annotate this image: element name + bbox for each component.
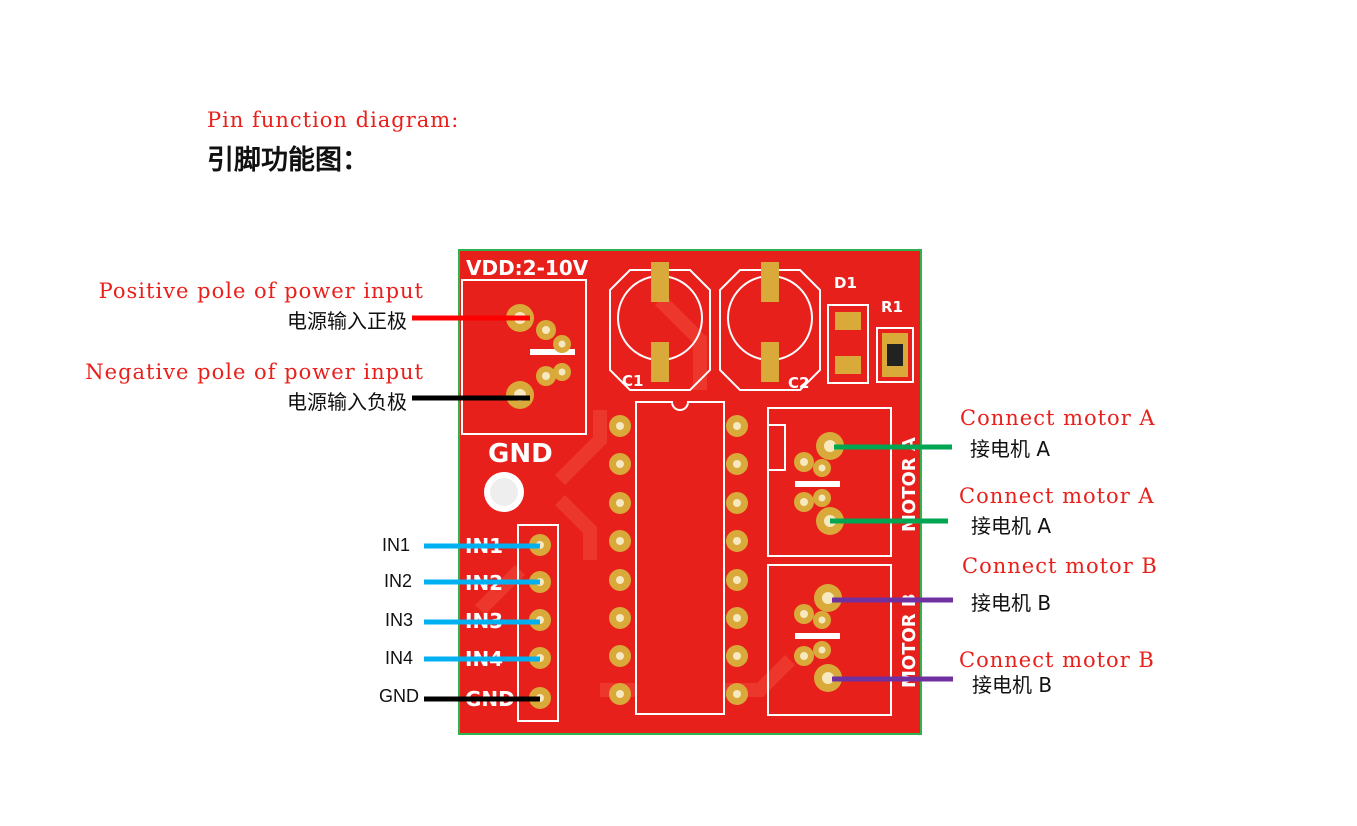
diode-d1 [827, 304, 869, 384]
motor-b-connector [767, 564, 892, 716]
pin-label-in4: IN4 [384, 648, 413, 668]
title-english: Pin function diagram: [207, 108, 460, 132]
negative-label-en: Negative pole of power input [85, 360, 424, 384]
motor-b1-label-en: Connect motor B [962, 554, 1158, 578]
resistor-r1 [876, 327, 914, 383]
title-chinese: 引脚功能图： [207, 145, 369, 176]
motor-b-pads [794, 584, 842, 692]
d1-silk: D1 [834, 274, 857, 292]
r1-silk: R1 [881, 298, 903, 316]
positive-label-zh: 电源输入正极 [287, 309, 407, 333]
motor-a2-label-en: Connect motor A [959, 484, 1155, 508]
gnd-silk: GND [488, 439, 553, 469]
motor-a-silk: MOTOR A [899, 437, 920, 532]
ic-pins-left [609, 415, 631, 705]
motor-a-connector [767, 407, 892, 557]
motor-b2-label-en: Connect motor B [959, 648, 1155, 672]
pin-label-in3: IN3 [384, 610, 413, 630]
negative-label-zh: 电源输入负极 [287, 390, 407, 414]
motor-a2-label-zh: 接电机 A [971, 514, 1052, 538]
ic-pins-right [726, 415, 748, 705]
positive-label-en: Positive pole of power input [98, 279, 424, 303]
motor-b1-label-zh: 接电机 B [971, 591, 1052, 615]
power-connector [461, 279, 587, 435]
c1-silk: C1 [622, 372, 643, 390]
c2-silk: C2 [788, 374, 809, 392]
vdd-silk: VDD:2-10V [466, 256, 589, 280]
capacitor-c2 [719, 262, 821, 391]
motor-b2-label-zh: 接电机 B [972, 673, 1053, 697]
motor-a-pads [794, 432, 844, 535]
pin-label-in1: IN1 [381, 535, 410, 555]
motor-b-silk: MOTOR B [899, 593, 920, 688]
capacitor-c1 [609, 262, 711, 391]
motor-a1-label-zh: 接电机 A [970, 437, 1051, 461]
pin-label-gnd: GND [379, 686, 419, 706]
ic-chip [635, 401, 725, 715]
motor-a1-label-en: Connect motor A [960, 406, 1156, 430]
power-pads [506, 304, 571, 409]
pin-label-in2: IN2 [383, 571, 412, 591]
